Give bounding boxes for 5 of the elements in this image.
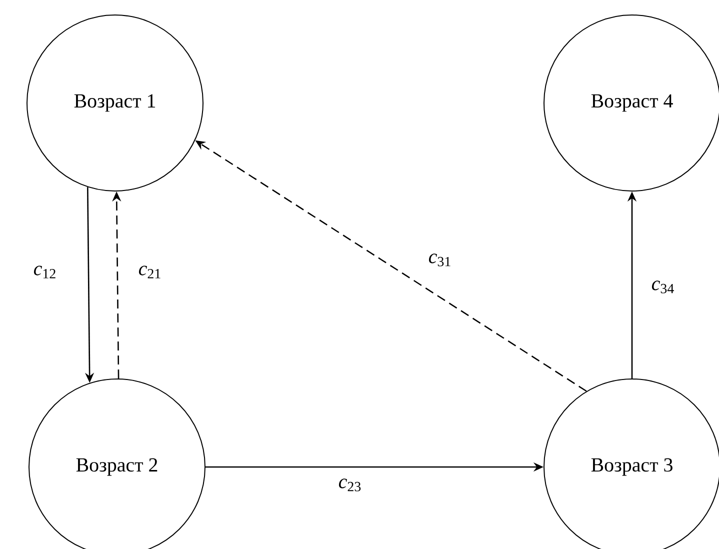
- edge-label: c$_{34}$: [650, 280, 676, 294]
- edge-label: c$_{12}$: [32, 264, 58, 280]
- edge-label: c$_{23}$: [337, 478, 363, 492]
- edge-label: c$_{31}$: [427, 252, 453, 268]
- edge-label: c$_{21}$: [137, 264, 163, 280]
